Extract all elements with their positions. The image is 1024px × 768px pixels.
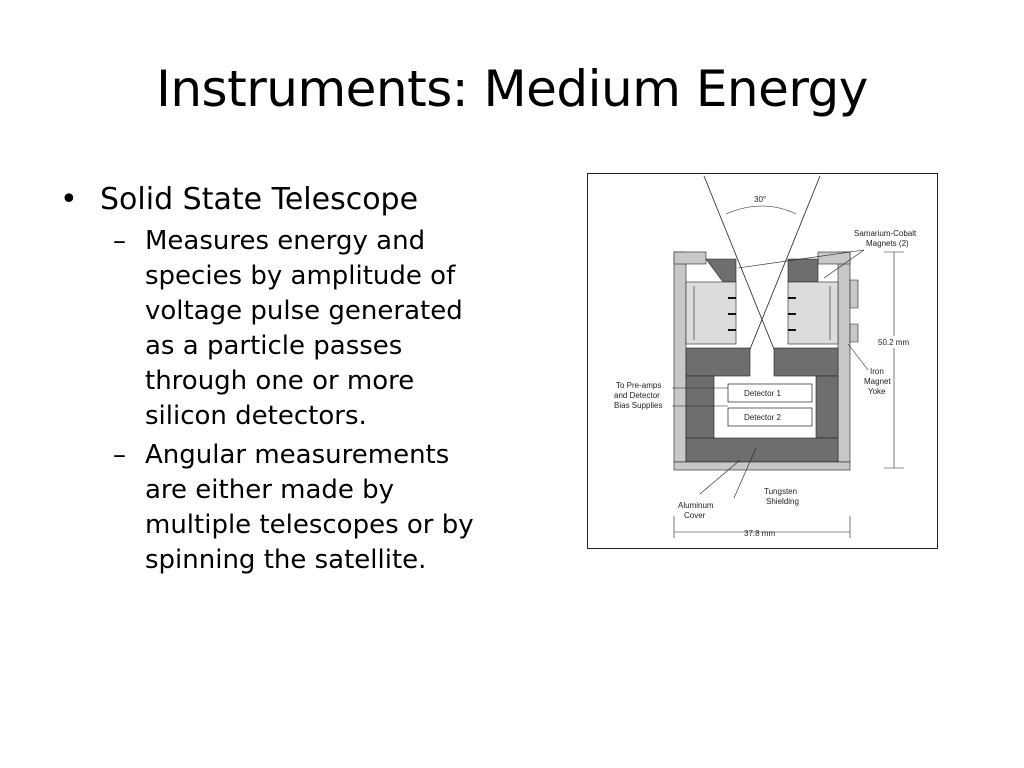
slide-content: • Solid State Telescope – Measures energ…	[56, 180, 516, 582]
dash-marker: –	[113, 226, 126, 256]
yoke-label-line1: Iron	[870, 367, 884, 376]
sub-bullet-text: Measures energy and species by amplitude…	[145, 226, 463, 431]
sub-bullet-text: Angular measurements are either made by …	[145, 440, 474, 575]
magnets-label-line2: Magnets (2)	[866, 239, 909, 248]
yoke-label-line3: Yoke	[868, 387, 886, 396]
detector-2-label: Detector 2	[744, 413, 781, 422]
aluminum-label-line2: Cover	[684, 511, 706, 520]
aluminum-label-line1: Aluminum	[678, 501, 714, 510]
slide-title: Instruments: Medium Energy	[156, 60, 868, 118]
width-label: 37.8 mm	[744, 529, 775, 538]
detector-1-label: Detector 1	[744, 389, 781, 398]
bullet-marker: •	[60, 182, 78, 217]
dash-marker: –	[113, 440, 126, 470]
preamp-label-line1: To Pre-amps	[616, 381, 661, 390]
sub-bullet-list: – Measures energy and species by amplitu…	[56, 224, 516, 578]
bullet-item: • Solid State Telescope	[56, 180, 516, 220]
yoke-label-line2: Magnet	[864, 377, 891, 386]
sub-bullet-item: – Angular measurements are either made b…	[56, 438, 485, 578]
bullet-text: Solid State Telescope	[100, 182, 419, 217]
angle-label: 30°	[754, 195, 766, 204]
height-label: 50.2 mm	[878, 338, 909, 347]
telescope-diagram-svg: 30° Detector 1	[614, 175, 920, 538]
magnets-label-line1: Samarium-Cobalt	[854, 229, 917, 238]
telescope-diagram: 30° Detector 1	[587, 173, 938, 549]
preamp-label-line3: Bias Supplies	[614, 401, 662, 410]
sub-bullet-item: – Measures energy and species by amplitu…	[56, 224, 485, 434]
preamp-label-line2: and Detector	[614, 391, 660, 400]
tungsten-label-line2: Shielding	[766, 497, 799, 506]
tungsten-label-line1: Tungsten	[764, 487, 797, 496]
